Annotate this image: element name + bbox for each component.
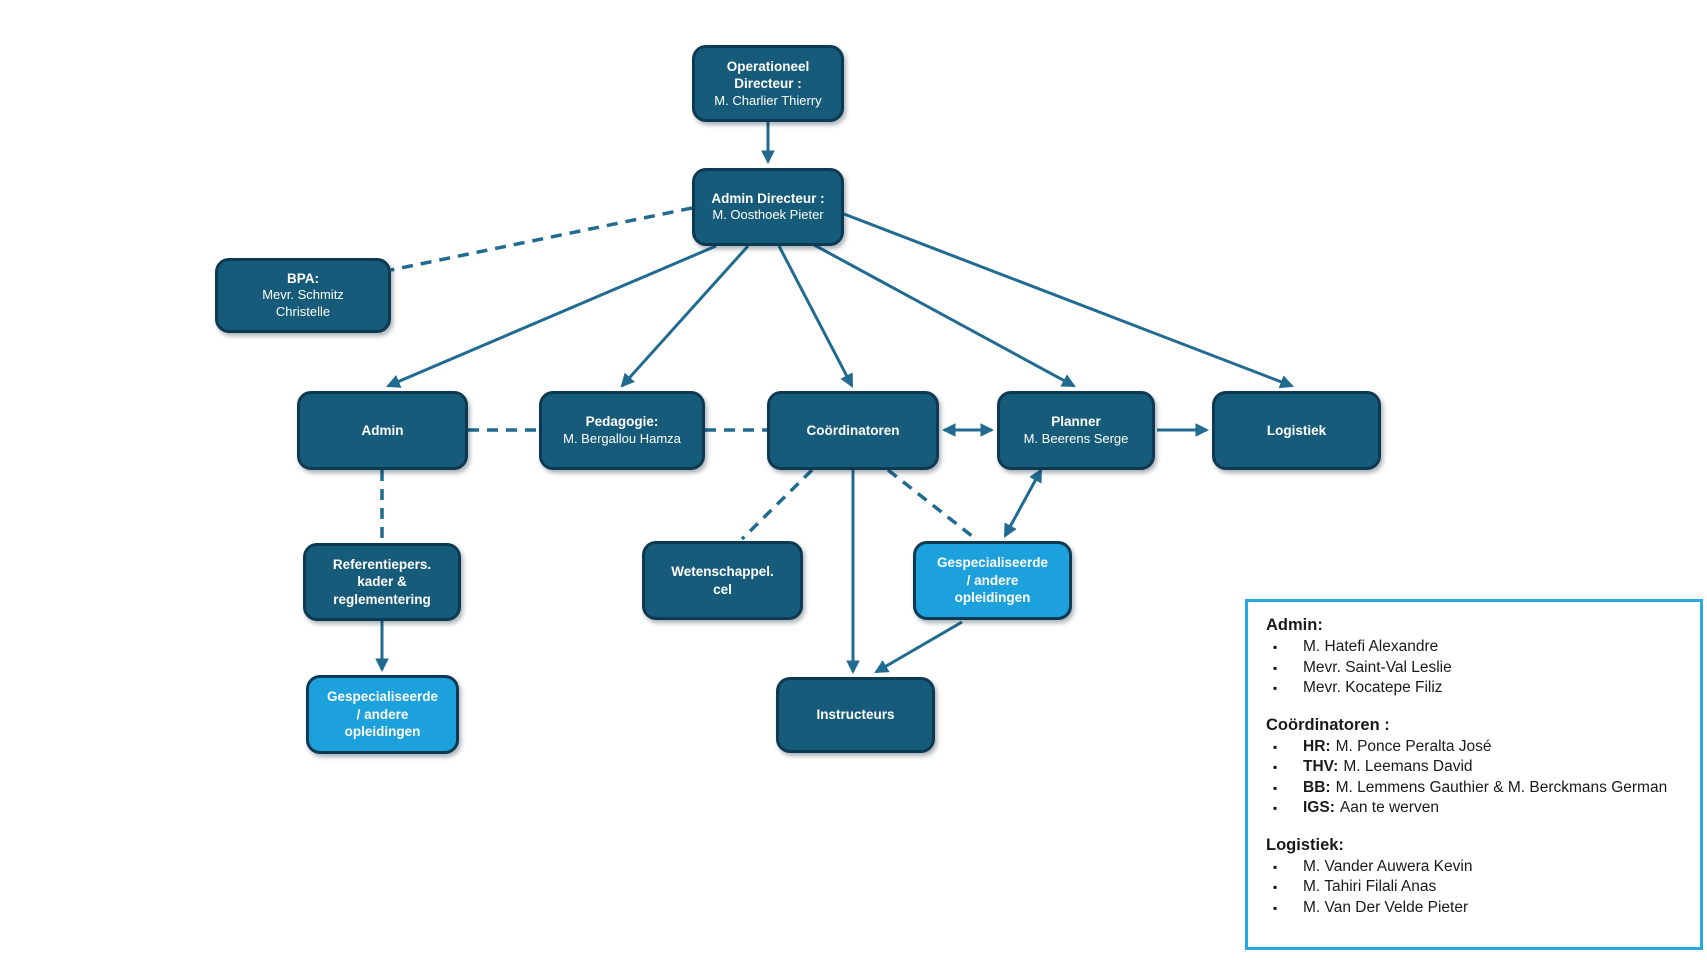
- legend-section-title: Logistiek:: [1266, 835, 1344, 854]
- connector-admindirecteur-planner: [804, 238, 1076, 388]
- node-title: Gespecialiseerde / andere opleidingen: [936, 555, 1049, 606]
- node-admin-directeur: Admin Directeur : M. Oosthoek Pieter: [692, 168, 844, 246]
- bullet-square-icon: ▪: [1273, 801, 1278, 815]
- legend-item-text: M. Van Der Velde Pieter: [1303, 898, 1469, 916]
- node-title: Wetenschappel. cel: [671, 563, 774, 597]
- node-person: Mevr. Schmitz Christelle: [262, 287, 344, 320]
- legend-item-text: THV:M. Leemans David: [1303, 757, 1473, 777]
- node-title: Logistiek: [1266, 422, 1327, 438]
- legend-section-logistiek: Logistiek: ▪ M. Vander Auwera Kevin ▪ M.…: [1266, 835, 1686, 919]
- legend-item-prefix: THV:: [1303, 758, 1339, 775]
- node-title: Referentiepers. kader & reglementering: [332, 556, 432, 607]
- node-person: M. Oosthoek Pieter: [712, 207, 824, 223]
- node-title: Pedagogie:: [585, 414, 659, 430]
- legend-item: ▪ HR:M. Ponce Peralta José: [1266, 737, 1686, 758]
- bullet-square-icon: ▪: [1273, 660, 1278, 675]
- connector-admindirecteur-bpa: [390, 206, 693, 272]
- node-instructeurs: Instructeurs: [776, 677, 935, 753]
- legend-item-prefix: HR:: [1303, 737, 1331, 755]
- bullet-square-icon: ▪: [1273, 739, 1278, 754]
- node-admin: Admin: [297, 391, 468, 470]
- node-gespecialiseerde-opleidingen-rechts: Gespecialiseerde / andere opleidingen: [913, 541, 1072, 620]
- node-title: Admin: [361, 422, 404, 438]
- node-logistiek: Logistiek: [1212, 391, 1381, 470]
- legend-item-name: M. Leemans David: [1343, 758, 1473, 775]
- connector-planner-gespecialiseerde: [1003, 468, 1043, 538]
- node-planner: Planner M. Beerens Serge: [997, 391, 1155, 470]
- legend-item-name: Aan te werven: [1339, 799, 1439, 816]
- connector-admindirecteur-admin: [386, 244, 717, 388]
- bullet-square-icon: ▪: [1273, 900, 1278, 915]
- node-person: M. Charlier Thierry: [714, 92, 822, 108]
- legend-section-title: Coördinatoren :: [1266, 715, 1390, 734]
- bullet-square-icon: ▪: [1273, 859, 1278, 874]
- node-wetenschappelijke-cel: Wetenschappel. cel: [642, 541, 803, 620]
- legend-item-prefix: BB:: [1303, 778, 1331, 796]
- node-title: Operationeel Directeur :: [726, 58, 810, 92]
- node-title: Instructeurs: [816, 707, 895, 723]
- legend-item-name: M. Lemmens Gauthier & M. Berckmans Germa…: [1335, 778, 1668, 796]
- node-title: Coördinatoren: [806, 422, 900, 438]
- legend-item: ▪ M. Vander Auwera Kevin: [1266, 857, 1686, 878]
- legend-item-text: M. Tahiri Filali Anas: [1303, 878, 1437, 895]
- legend-panel: Admin: ▪ M. Hatefi Alexandre ▪ Mevr. Sai…: [1245, 599, 1703, 950]
- connector-gespecialiseerde-instructeurs: [874, 620, 963, 674]
- node-title: Planner: [1051, 414, 1101, 430]
- legend-item-text: HR:M. Ponce Peralta José: [1303, 737, 1492, 757]
- legend-item: ▪ M. Tahiri Filali Anas: [1266, 877, 1686, 898]
- legend-item-text: BB:M. Lemmens Gauthier & M. Berckmans Ge…: [1303, 778, 1667, 798]
- legend-item-text: IGS:Aan te werven: [1303, 798, 1439, 818]
- legend-item: ▪ M. Hatefi Alexandre: [1266, 637, 1686, 658]
- node-title: BPA:: [287, 270, 319, 286]
- legend-item-text: Mevr. Kocatepe Filiz: [1303, 679, 1443, 696]
- connector-coordinatoren-gespecialiseerde: [886, 468, 974, 538]
- node-operationeel-directeur: Operationeel Directeur : M. Charlier Thi…: [692, 45, 844, 122]
- legend-item: ▪ Mevr. Saint-Val Leslie: [1266, 658, 1686, 679]
- node-coordinatoren: Coördinatoren: [767, 391, 939, 470]
- legend-item: ▪ THV:M. Leemans David: [1266, 757, 1686, 778]
- legend-item: ▪ IGS:Aan te werven: [1266, 798, 1686, 819]
- node-title: Admin Directeur :: [711, 190, 825, 206]
- legend-item-text: M. Vander Auwera Kevin: [1303, 857, 1473, 875]
- bullet-square-icon: ▪: [1273, 880, 1278, 894]
- legend-section-title: Admin:: [1266, 616, 1323, 634]
- node-person: M. Beerens Serge: [1023, 430, 1129, 446]
- bullet-square-icon: ▪: [1273, 760, 1278, 774]
- node-bpa: BPA: Mevr. Schmitz Christelle: [215, 258, 391, 333]
- legend-item: ▪ Mevr. Kocatepe Filiz: [1266, 678, 1686, 699]
- legend-item: ▪ BB:M. Lemmens Gauthier & M. Berckmans …: [1266, 778, 1686, 799]
- legend-section-admin: Admin: ▪ M. Hatefi Alexandre ▪ Mevr. Sai…: [1266, 615, 1686, 699]
- bullet-square-icon: ▪: [1273, 780, 1278, 795]
- node-gespecialiseerde-opleidingen-links: Gespecialiseerde / andere opleidingen: [306, 675, 459, 754]
- connector-coordinatoren-wetenschappelijkecel: [740, 468, 814, 541]
- legend-item-text: M. Hatefi Alexandre: [1303, 638, 1439, 655]
- node-person: M. Bergallou Hamza: [563, 430, 681, 446]
- legend-item-text: Mevr. Saint-Val Leslie: [1303, 658, 1452, 676]
- node-referentiepersonen: Referentiepers. kader & reglementering: [303, 543, 461, 621]
- node-pedagogie: Pedagogie: M. Bergallou Hamza: [539, 391, 705, 470]
- bullet-square-icon: ▪: [1273, 640, 1278, 654]
- legend-item: ▪ M. Van Der Velde Pieter: [1266, 898, 1686, 919]
- legend-item-name: M. Ponce Peralta José: [1335, 737, 1492, 755]
- connector-admindirecteur-coordinatoren: [777, 245, 854, 388]
- bullet-square-icon: ▪: [1273, 681, 1278, 695]
- node-title: Gespecialiseerde / andere opleidingen: [326, 689, 439, 740]
- connector-admindirecteur-logistiek: [843, 212, 1294, 389]
- connector-admindirecteur-pedagogie: [620, 244, 750, 388]
- legend-section-coordinatoren: Coördinatoren : ▪ HR:M. Ponce Peralta Jo…: [1266, 715, 1686, 819]
- legend-item-prefix: IGS:: [1303, 799, 1335, 816]
